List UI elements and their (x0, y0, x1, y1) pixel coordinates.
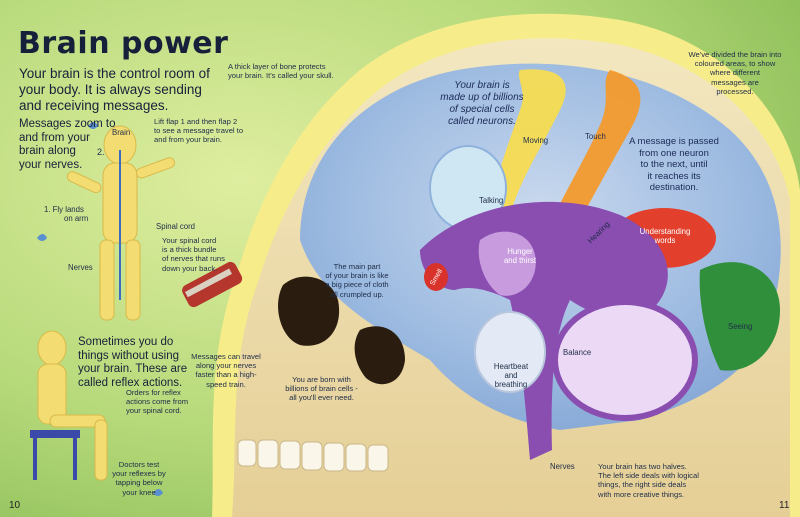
text-line: Your spinal cord (162, 236, 217, 245)
text-line: and thirst (503, 256, 537, 265)
text-line: made up of billions (440, 92, 524, 103)
text-line: faster than a high- (195, 370, 257, 380)
text-line: The main part (333, 262, 381, 271)
balance-label: Balance (563, 348, 592, 357)
messages-zoom-text: Messages zoom to and from your brain alo… (19, 118, 119, 172)
flap-2-label: 2. (97, 147, 105, 157)
text-line: words (654, 236, 676, 245)
text-line: all you'll ever need. (289, 393, 354, 403)
two-halves-text: Your brain has two halves. The left side… (598, 462, 728, 499)
text-line: Hunger (507, 247, 533, 256)
seeing-label: Seeing (728, 322, 753, 331)
text-line: things, the right side deals (598, 480, 687, 490)
text-line: 1. Fly lands (44, 205, 84, 214)
text-line: Messages zoom to (19, 118, 116, 130)
text-line: down your back. (162, 263, 218, 273)
text-line: You are born with (292, 375, 351, 384)
intro-line: and receiving messages. (19, 98, 169, 113)
spinal-cord-label: Spinal cord (156, 222, 196, 231)
intro-line: your body. It is always sending (19, 82, 202, 97)
intro-text: Your brain is the control room of your b… (19, 66, 239, 114)
text-line: of your brain is like (325, 271, 389, 281)
reflex-text: Sometimes you do things without using yo… (78, 336, 218, 390)
page-number-left: 10 (9, 500, 21, 511)
heartbeat-label: Heartbeat and breathing (486, 362, 536, 389)
text-line: your reflexes by (112, 469, 166, 479)
moving-label: Moving (523, 136, 549, 145)
text-line: brain along (19, 145, 76, 157)
text-line: to see a message travel to (154, 126, 244, 136)
text-line: Orders for reflex (126, 388, 181, 397)
text-line: tapping below (115, 478, 163, 488)
orders-text: Orders for reflex actions come from your… (126, 388, 216, 416)
text-line: called reflex actions. (78, 376, 183, 389)
hunger-label: Hunger and thirst (490, 247, 550, 265)
text-line: of nerves that runs (162, 254, 225, 264)
born-with-text: You are born with billions of brain cell… (274, 375, 369, 403)
message-passed-text: A message is passed from one neuron to t… (624, 136, 724, 194)
text-line: your brain. It's called your skull. (228, 71, 334, 81)
text-line: your nerves. (19, 158, 83, 171)
text-line: Your brain is (454, 80, 510, 91)
spinal-cord-description: Your spinal cord is a thick bundle of ne… (162, 236, 252, 273)
text-line: your spinal cord. (126, 406, 182, 416)
text-line: called neurons. (448, 116, 516, 127)
page-title: Brain power (18, 26, 229, 61)
text-line: actions come from (126, 397, 189, 407)
text-line: from one neuron (639, 147, 709, 159)
text-line: where different (709, 68, 761, 78)
text-line: speed train. (206, 379, 246, 389)
divided-text: We've divided the brain into coloured ar… (676, 50, 794, 96)
talking-label: Talking (479, 196, 504, 205)
text-line: Messages can travel (191, 352, 261, 361)
text-line: to the next, until (640, 159, 708, 170)
intro-line: Your brain is the control room of (19, 66, 210, 81)
text-line: of special cells (449, 104, 515, 115)
main-part-text: The main part of your brain is like a bi… (312, 262, 402, 299)
text-line: your brain. These are (78, 363, 188, 375)
neurons-text: Your brain is made up of billions of spe… (432, 80, 532, 128)
touch-label: Touch (585, 132, 606, 141)
text-line: destination. (649, 182, 699, 193)
brain-label: Brain (112, 128, 131, 137)
text-line: and from your brain. (154, 135, 222, 145)
text-line: The left side deals with logical (598, 471, 699, 481)
nerves-left-label: Nerves (68, 263, 93, 272)
skull-text: A thick layer of bone protects your brai… (228, 62, 358, 80)
text-line: it reaches its (647, 170, 701, 182)
messages-travel-text: Messages can travel along your nerves fa… (186, 352, 266, 389)
text-line: things without using (78, 349, 180, 362)
text-line: is a thick bundle (162, 245, 217, 255)
text-line: Understanding (639, 227, 691, 236)
text-line: on arm (64, 214, 89, 223)
text-line: all crumpled up. (330, 289, 384, 299)
text-line: A message is passed (629, 136, 719, 147)
text-line: your knee (122, 487, 156, 497)
text-line: Heartbeat (493, 362, 529, 371)
text-line: billions of brain cells - (285, 384, 358, 394)
nerves-right-label: Nerves (550, 462, 575, 471)
flap-note: Lift flap 1 and then flap 2 to see a mes… (154, 117, 274, 145)
understanding-words-label: Understanding words (628, 227, 702, 245)
page-number-right: 11 (779, 500, 790, 511)
fly-label: 1. Fly lands on arm (44, 205, 88, 223)
text-line: A thick layer of bone protects (228, 62, 326, 71)
text-line: Your brain has two halves. (598, 462, 687, 471)
text-line: We've divided the brain into (688, 50, 782, 59)
text-line: Sometimes you do (78, 336, 174, 348)
text-line: a big piece of cloth (325, 280, 389, 290)
text-line: and (504, 371, 518, 380)
text-line: and from your (19, 131, 90, 144)
doctors-text: Doctors test your reflexes by tapping be… (104, 460, 174, 497)
text-line: coloured areas, to show (694, 59, 776, 69)
text-line: with more creative things. (598, 489, 685, 499)
text-line: messages are (711, 77, 759, 87)
text-line: Lift flap 1 and then flap 2 (154, 117, 238, 126)
text-line: breathing (494, 380, 528, 389)
text-line: Doctors test (118, 460, 160, 469)
text-line: along your nerves (195, 361, 257, 371)
text-line: processed. (716, 86, 754, 96)
